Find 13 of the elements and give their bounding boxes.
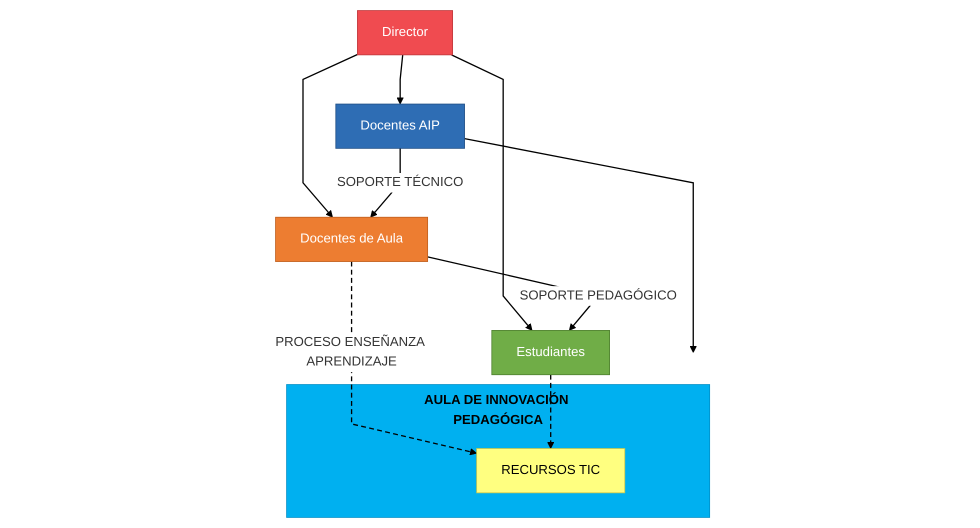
node-box: Director: [357, 10, 454, 56]
node-box: Docentes de Aula: [276, 216, 428, 262]
edge-label: SOPORTE TÉCNICO: [337, 175, 464, 190]
node-box: Docentes AIP: [336, 104, 466, 149]
arrow: [464, 138, 698, 353]
edge-label: PROCESO ENSEÑANZA APRENDIZAJE: [276, 335, 425, 369]
arrow: [452, 54, 533, 331]
arrow: [396, 54, 404, 104]
arrow: [547, 374, 555, 449]
arrow: [302, 54, 358, 218]
edge-label: SOPORTE PEDAGÓGICO: [520, 288, 678, 303]
node-box: RECURSOS TIC: [476, 448, 626, 494]
node-box: Estudiantes: [492, 330, 610, 376]
